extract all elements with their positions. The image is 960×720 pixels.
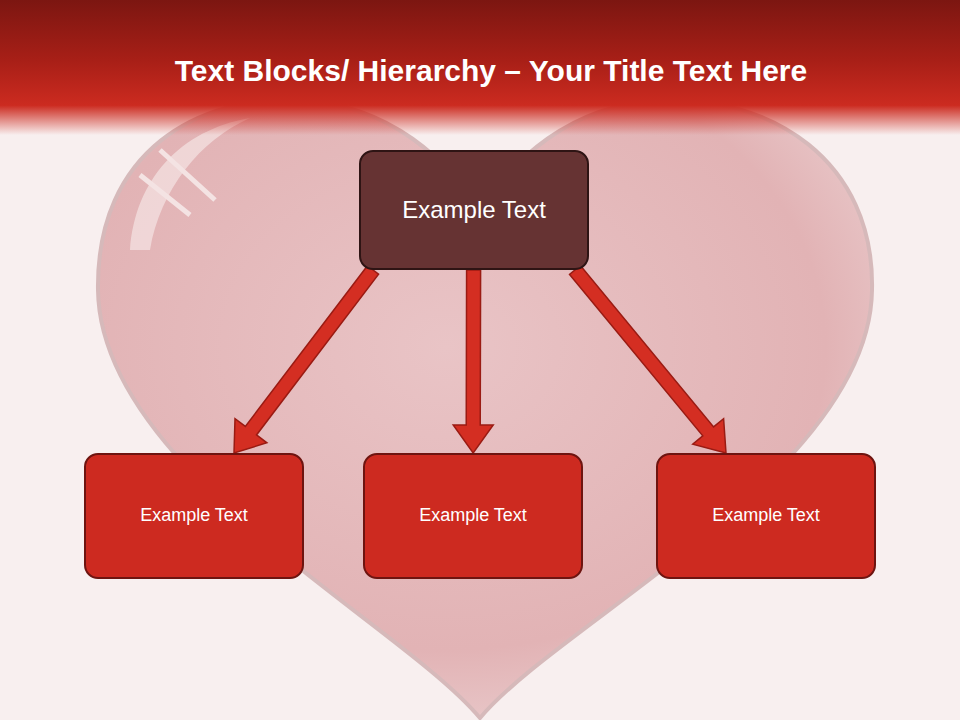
- child-box: Example Text: [84, 453, 304, 579]
- slide-title: Text Blocks/ Hierarchy – Your Title Text…: [0, 54, 960, 88]
- root-box: Example Text: [359, 150, 589, 270]
- child-box: Example Text: [656, 453, 876, 579]
- heart-reflection: [140, 150, 215, 215]
- box-label: Example Text: [140, 505, 248, 527]
- box-label: Example Text: [402, 196, 546, 225]
- box-label: Example Text: [712, 505, 820, 527]
- heart-shape: [98, 100, 872, 718]
- box-label: Example Text: [419, 505, 527, 527]
- hierarchy-arrow: [453, 270, 493, 453]
- hierarchy-arrow: [234, 266, 379, 453]
- heart-shine: [130, 118, 250, 250]
- hierarchy-arrow: [570, 266, 726, 453]
- child-box: Example Text: [363, 453, 583, 579]
